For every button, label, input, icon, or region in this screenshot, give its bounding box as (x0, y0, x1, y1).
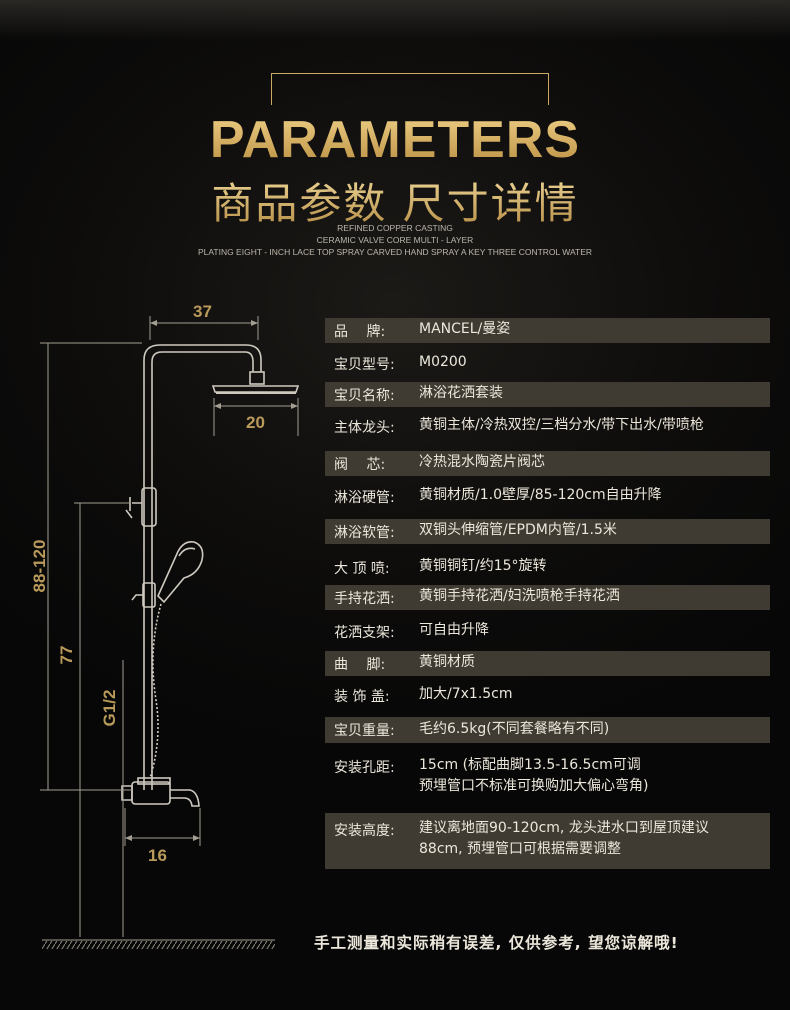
spec-label: 主体龙头: (334, 420, 395, 436)
spec-label: 宝贝型号: (334, 357, 395, 373)
spec-label: 宝贝重量: (334, 723, 395, 739)
spec-value: 黄铜主体/冷热双控/三档分水/带下出水/带喷枪 (419, 417, 704, 433)
spec-label: 淋浴硬管: (334, 490, 395, 506)
spec-value: 可自由升降 (419, 622, 489, 638)
title-chinese: 商品参数 尺寸详情 (0, 170, 790, 231)
spec-value: 黄铜材质 (419, 654, 475, 670)
title-english: PARAMETERS (0, 110, 790, 170)
spec-label: 淋浴软管: (334, 525, 395, 541)
measurement-note: 手工测量和实际稍有误差, 仅供参考, 望您谅解哦! (314, 934, 679, 952)
spec-value: 黄铜铜钉/约15°旋转 (419, 558, 547, 574)
top-fade (0, 0, 790, 40)
spec-row-bracket: 花洒支架: 可自由升降 (325, 619, 770, 644)
subtitle-line-2: CERAMIC VALVE CORE MULTI - LAYER (316, 235, 474, 245)
dim-bottom-width: 16 (148, 846, 167, 865)
spec-row-top-spray: 大 顶 喷: 黄铜铜钉/约15°旋转 (325, 555, 770, 580)
spec-value: 建议离地面90-120cm, 龙头进水口到屋顶建议 88cm, 预埋管口可根据需… (419, 820, 709, 857)
spec-label: 装 饰 盖: (334, 689, 390, 705)
spec-row-weight: 宝贝重量: 毛约6.5kg(不同套餐略有不同) (325, 717, 770, 743)
spec-label: 宝贝名称: (334, 388, 395, 404)
spec-row-valve: 阀 芯: 冷热混水陶瓷片阀芯 (325, 451, 770, 476)
spec-label: 安装孔距: (334, 760, 395, 776)
spec-row-model: 宝贝型号: M0200 (325, 351, 770, 376)
spec-value: 加大/7x1.5cm (419, 686, 513, 702)
spec-label: 曲 脚: (334, 657, 386, 673)
spec-row-body: 主体龙头: 黄铜主体/冷热双控/三档分水/带下出水/带喷枪 (325, 414, 770, 439)
spec-value: 黄铜材质/1.0壁厚/85-120cm自由升降 (419, 487, 662, 503)
spec-row-hose: 淋浴软管: 双铜头伸缩管/EPDM内管/1.5米 (325, 519, 770, 544)
spec-value: 15cm (标配曲脚13.5-16.5cm可调 预埋管口不标准可换购加大偏心弯角… (419, 757, 649, 794)
spec-value: 黄铜手持花洒/妇洗喷枪手持花洒 (419, 588, 620, 604)
spec-row-hole-distance: 安装孔距: 15cm (标配曲脚13.5-16.5cm可调 预埋管口不标准可换购… (325, 754, 770, 802)
spec-value: 毛约6.5kg(不同套餐略有不同) (419, 721, 610, 737)
spec-label: 手持花洒: (334, 591, 395, 607)
spec-row-handheld: 手持花洒: 黄铜手持花洒/妇洗喷枪手持花洒 (325, 585, 770, 610)
dim-height-77: 77 (57, 645, 76, 665)
spec-label: 大 顶 喷: (334, 561, 390, 577)
shower-diagram (40, 316, 300, 949)
spec-row-name: 宝贝名称: 淋浴花洒套装 (325, 382, 770, 407)
spec-row-install-height: 安装高度: 建议离地面90-120cm, 龙头进水口到屋顶建议 88cm, 预埋… (325, 813, 770, 869)
spec-value: M0200 (419, 354, 467, 370)
spec-row-rigid-pipe: 淋浴硬管: 黄铜材质/1.0壁厚/85-120cm自由升降 (325, 484, 770, 509)
spec-row-cover: 装 饰 盖: 加大/7x1.5cm (325, 683, 770, 708)
spec-value: 淋浴花洒套装 (419, 385, 503, 401)
spec-label: 阀 芯: (334, 457, 386, 473)
spec-row-brand: 品 牌: MANCEL/曼姿 (325, 318, 770, 343)
title-frame (271, 73, 549, 105)
spec-label: 品 牌: (334, 324, 386, 340)
spec-label: 安装高度: (334, 823, 395, 839)
subtitle-line-1: REFINED COPPER CASTING (337, 223, 453, 233)
dim-total-height: 88-120 (30, 539, 49, 593)
spec-row-elbow: 曲 脚: 黄铜材质 (325, 651, 770, 676)
dim-head-width: 20 (246, 413, 265, 432)
dim-thread: G1/2 (100, 689, 119, 727)
dim-top-width: 37 (193, 302, 212, 321)
spec-value: 双铜头伸缩管/EPDM内管/1.5米 (419, 522, 617, 538)
subtitle-line-3: PLATING EIGHT - INCH LACE TOP SPRAY CARV… (197, 247, 593, 257)
spec-label: 花洒支架: (334, 625, 395, 641)
spec-value: MANCEL/曼姿 (419, 321, 511, 337)
spec-value: 冷热混水陶瓷片阀芯 (419, 454, 545, 470)
